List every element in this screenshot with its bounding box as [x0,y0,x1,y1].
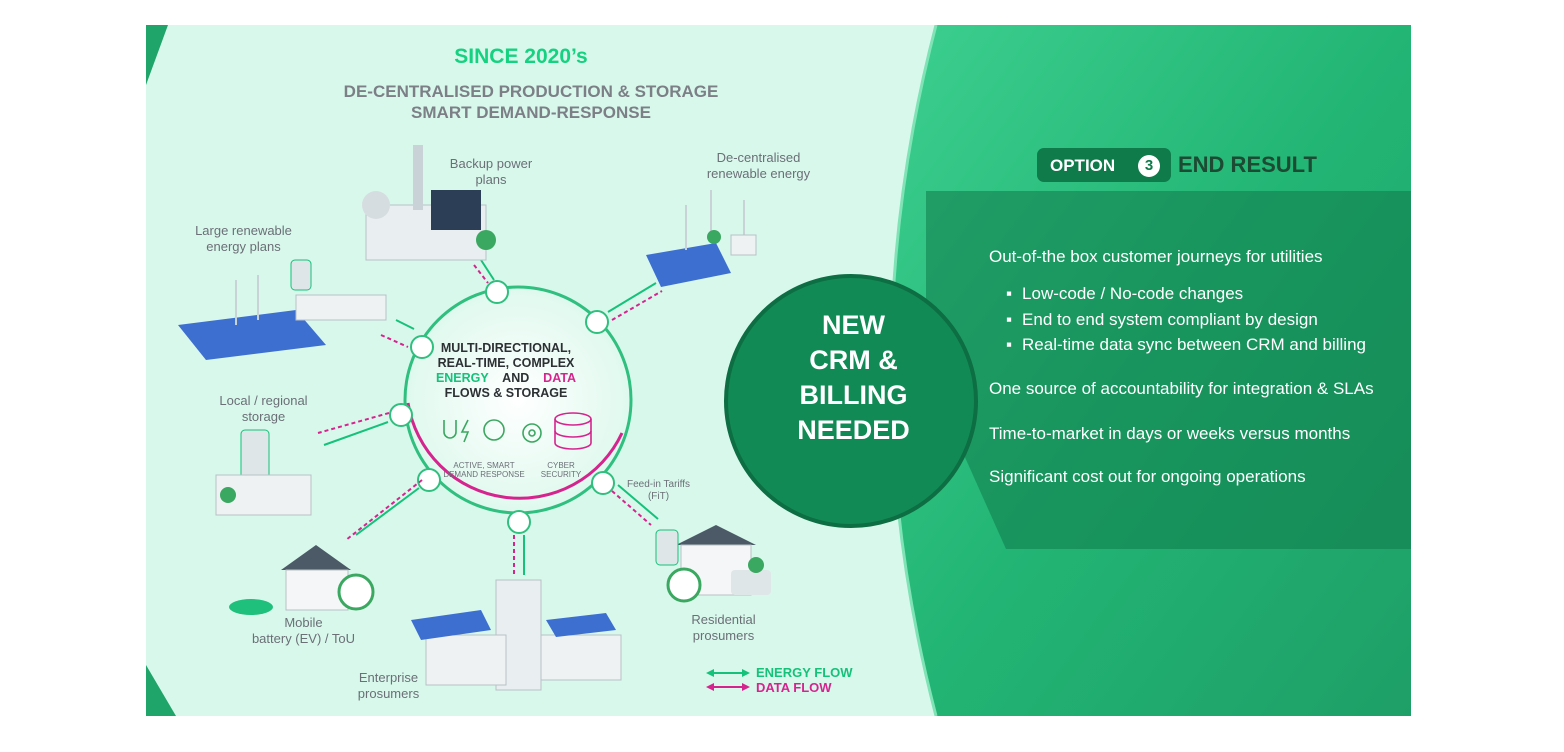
label-line: energy plans [206,239,281,254]
result-intro: Out-of-the box customer journeys for uti… [989,247,1323,266]
legend-data-flow: DATA FLOW [756,680,832,695]
label-line: renewable energy [706,166,811,181]
hub-line: FLOWS & STORAGE [444,386,568,400]
subtitle: DE-CENTRALISED PRODUCTION & STORAGE SMAR… [296,81,766,123]
label-line: plans [475,172,507,187]
end-result-title: END RESULT [1178,152,1317,177]
label-line: Feed-in Tariffs [627,479,690,490]
hub-line: REAL-TIME, COMPLEX [437,356,575,370]
hub-and-word: AND [502,371,530,385]
result-point: Significant cost out for ongoing operati… [989,467,1306,486]
label-line: prosumers [357,686,420,701]
hub-text: MULTI-DIRECTIONAL, REAL-TIME, COMPLEX EN… [401,341,611,401]
subtitle-line-1: DE-CENTRALISED PRODUCTION & STORAGE [343,82,719,101]
hub-data-word: DATA [543,371,577,385]
since-heading: SINCE 2020’s [454,45,588,68]
result-bullet: Real-time data sync between CRM and bill… [1006,335,1366,355]
result-bullet: Low-code / No-code changes [1006,284,1243,304]
label-enterprise: Enterprise prosumers [336,670,441,702]
result-bullet: End to end system compliant by design [1006,310,1318,330]
label-mobile-battery: Mobile battery (EV) / ToU [236,615,371,647]
hub-caption-security: CYBER SECURITY [531,461,591,479]
label-line: battery (EV) / ToU [251,631,356,646]
big-line: BILLING [799,380,908,410]
label-decentralised: De-centralised renewable energy [686,150,831,182]
big-line: NEEDED [797,415,910,445]
slide: SINCE 2020’s DE-CENTRALISED PRODUCTION &… [146,25,1411,716]
subtitle-line-2: SMART DEMAND-RESPONSE [411,103,651,122]
legend-energy-flow: ENERGY FLOW [756,665,853,680]
label-backup-power: Backup power plans [426,156,556,188]
label-line: De-centralised [716,150,801,165]
label-residential: Residential prosumers [666,612,781,644]
label-feed-in-tariffs: Feed-in Tariffs (FiT) [616,479,701,503]
caption-line: DEMAND RESPONSE [443,470,525,479]
background-art [146,25,1411,716]
label-line: Backup power [449,156,533,171]
hub-caption-demand: ACTIVE, SMART DEMAND RESPONSE [439,461,529,479]
label-line: Enterprise [358,670,419,685]
label-line: (FiT) [647,491,670,502]
label-local-storage: Local / regional storage [201,393,326,425]
caption-line: ACTIVE, SMART [453,461,515,470]
result-point: Time-to-market in days or weeks versus m… [989,424,1351,443]
caption-line: CYBER [547,461,575,470]
big-line: NEW [822,310,885,340]
label-line: storage [241,409,286,424]
label-line: Mobile [284,615,323,630]
hub-line: MULTI-DIRECTIONAL, [440,341,572,355]
label-line: Residential [691,612,756,627]
hub-energy-word: ENERGY [435,371,489,385]
label-large-renewable: Large renewable energy plans [176,223,311,255]
label-line: prosumers [692,628,755,643]
label-line: Large renewable [195,223,292,238]
big-line: CRM & [809,345,898,375]
caption-line: SECURITY [540,470,582,479]
crm-billing-needed: NEW CRM & BILLING NEEDED [746,308,961,448]
option-label: OPTION [1050,156,1116,175]
option-number: 3 [1138,155,1160,177]
label-line: Local / regional [219,393,308,408]
result-point: One source of accountability for integra… [989,379,1374,398]
hub-line: ENERGY AND DATA [401,371,611,386]
